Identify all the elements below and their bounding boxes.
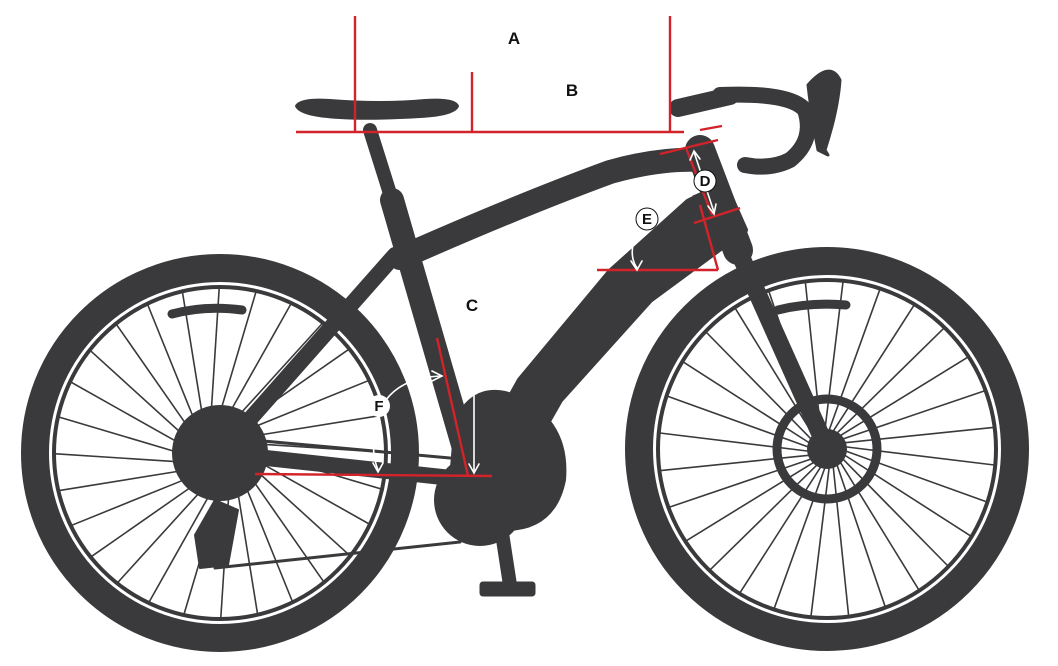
spoke (734, 306, 815, 437)
pedal (479, 581, 536, 597)
bike-frame (194, 69, 842, 597)
arrow-d-head-bottom (707, 203, 717, 216)
spoke (258, 461, 371, 526)
spoke (116, 488, 204, 584)
label-d: D (700, 173, 711, 190)
spoke (738, 465, 822, 595)
spoke (841, 389, 986, 440)
spoke (828, 288, 881, 432)
head-tube (685, 135, 753, 265)
front-rim (656, 278, 998, 620)
seat-post (363, 123, 399, 207)
spoke (681, 360, 811, 444)
spoke (255, 414, 382, 437)
spoke (836, 463, 887, 608)
label-f-badge: F (368, 395, 390, 417)
labels: A B C D E F (368, 29, 717, 417)
rear-spokes (53, 286, 387, 620)
seat-stay (212, 247, 403, 461)
spoke (115, 323, 190, 429)
spoke (684, 461, 815, 542)
spoke (832, 465, 850, 617)
label-f-circle (368, 395, 390, 417)
label-f: F (374, 398, 383, 415)
spoke (57, 416, 181, 454)
spoke (841, 457, 950, 568)
spoke (659, 454, 811, 472)
chain-bottom (213, 540, 462, 570)
measure-e-axis (698, 204, 720, 271)
spoke (839, 461, 920, 592)
spoke (250, 477, 325, 583)
spoke (843, 426, 995, 444)
spoke (704, 330, 813, 441)
measure-chainstay (254, 472, 493, 478)
arrow-e-head-top (680, 190, 693, 202)
spoke (839, 356, 970, 437)
measure-c-seat-tube (435, 337, 470, 477)
chain-top (228, 436, 452, 460)
label-a: A (508, 29, 520, 48)
saddle (295, 98, 459, 120)
top-tube (388, 147, 712, 270)
chainring (434, 454, 526, 546)
measurement-lines (254, 16, 741, 478)
label-d-circle (693, 169, 717, 193)
arrow-f-head-top (431, 370, 444, 382)
label-c: C (466, 296, 478, 315)
spoke (810, 466, 831, 618)
measure-top-tab (699, 124, 723, 132)
spoke (90, 483, 196, 558)
front-fender-stub (773, 299, 851, 315)
arrow-f-head-bottom (372, 462, 384, 474)
front-tire (625, 247, 1029, 651)
arrow-e-head-bottom (630, 260, 643, 272)
label-e: E (642, 211, 652, 228)
spoke (53, 452, 182, 463)
label-d-badge: D (693, 169, 717, 193)
brake-rotor (772, 394, 882, 504)
fork (729, 241, 836, 458)
arrow-d-head-top (689, 149, 701, 161)
spoke (844, 450, 988, 503)
measure-d-bottom (693, 206, 741, 225)
spoke (70, 477, 190, 527)
spoke (244, 483, 294, 603)
spoke (832, 303, 916, 433)
spoke (69, 380, 182, 445)
spoke (658, 432, 810, 453)
spoke (843, 454, 973, 538)
arrow-e-arc (631, 195, 691, 269)
spoke (844, 445, 996, 466)
spoke (708, 463, 819, 572)
spoke (773, 466, 826, 610)
label-e-circle (635, 207, 659, 231)
arrow-c-head (468, 463, 480, 475)
spoke (668, 458, 813, 509)
label-e-badge: E (635, 207, 659, 231)
spoke (666, 395, 810, 448)
brake-lever (806, 69, 842, 157)
front-spokes (658, 280, 996, 618)
spoke (236, 322, 324, 418)
measure-d-top (659, 138, 719, 156)
rear-fender-stub (167, 303, 247, 319)
spoke (89, 349, 185, 437)
spoke (255, 469, 351, 557)
spoke (236, 488, 259, 615)
front-wheel (625, 247, 1029, 651)
rear-derailleur (194, 499, 239, 569)
spoke (835, 326, 946, 435)
crank-arm (493, 513, 517, 592)
handlebar (712, 86, 816, 175)
spoke (58, 469, 185, 492)
spoke (147, 491, 212, 604)
label-b: B (566, 81, 578, 100)
spoke (228, 302, 293, 415)
spoke (146, 303, 196, 423)
spoke (219, 290, 257, 414)
spoke (250, 379, 370, 429)
